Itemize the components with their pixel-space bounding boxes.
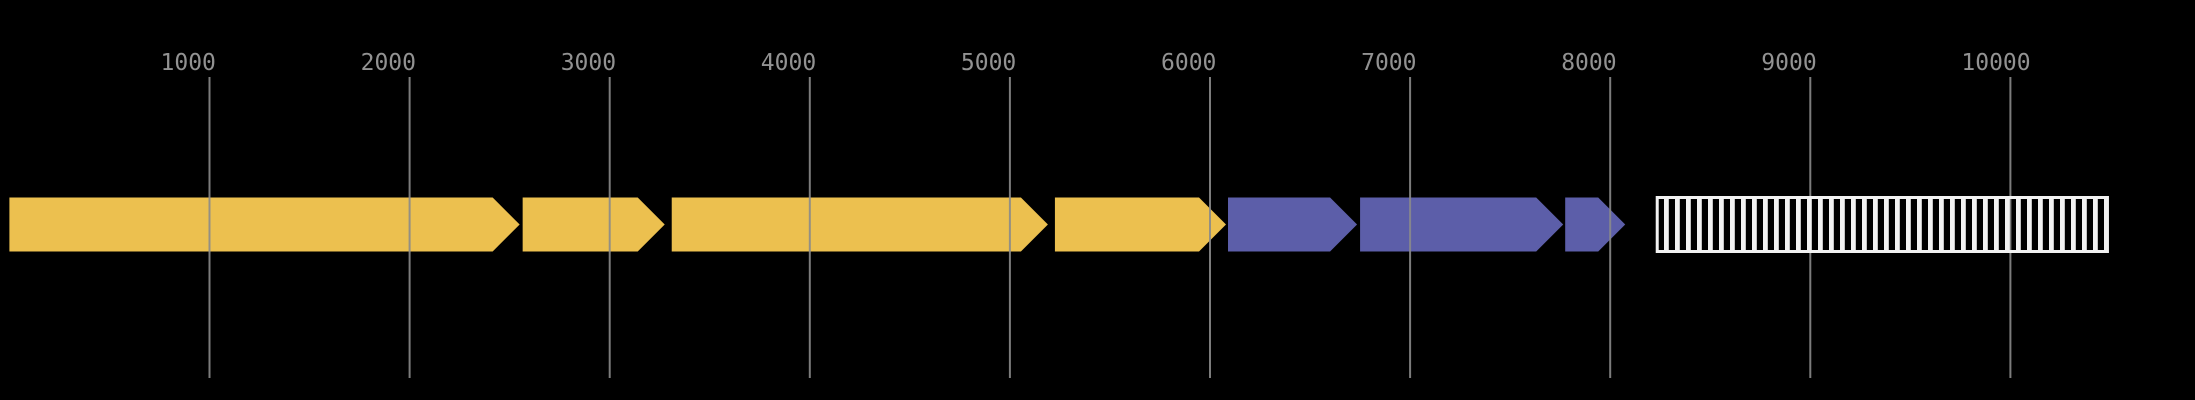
- feature-8-hatched-region: [1655, 196, 2109, 253]
- tick-label-1000: 1000: [161, 50, 216, 76]
- feature-6-gene-arrow: [1360, 197, 1564, 252]
- feature-4-gene-arrow: [1054, 197, 1227, 252]
- tick-label-3000: 3000: [561, 50, 616, 76]
- feature-3-gene-arrow: [671, 197, 1048, 252]
- tick-label-2000: 2000: [361, 50, 416, 76]
- tick-label-7000: 7000: [1361, 50, 1416, 76]
- tick-label-10000: 10000: [1961, 50, 2030, 76]
- feature-2-gene-arrow: [522, 197, 665, 252]
- tick-label-9000: 9000: [1761, 50, 1816, 76]
- feature-7-gene-arrow: [1565, 197, 1626, 252]
- tick-label-6000: 6000: [1161, 50, 1216, 76]
- feature-5-gene-arrow: [1228, 197, 1358, 252]
- tick-label-5000: 5000: [961, 50, 1016, 76]
- tick-label-4000: 4000: [761, 50, 816, 76]
- tick-label-8000: 8000: [1561, 50, 1616, 76]
- feature-1-gene-arrow: [9, 197, 520, 252]
